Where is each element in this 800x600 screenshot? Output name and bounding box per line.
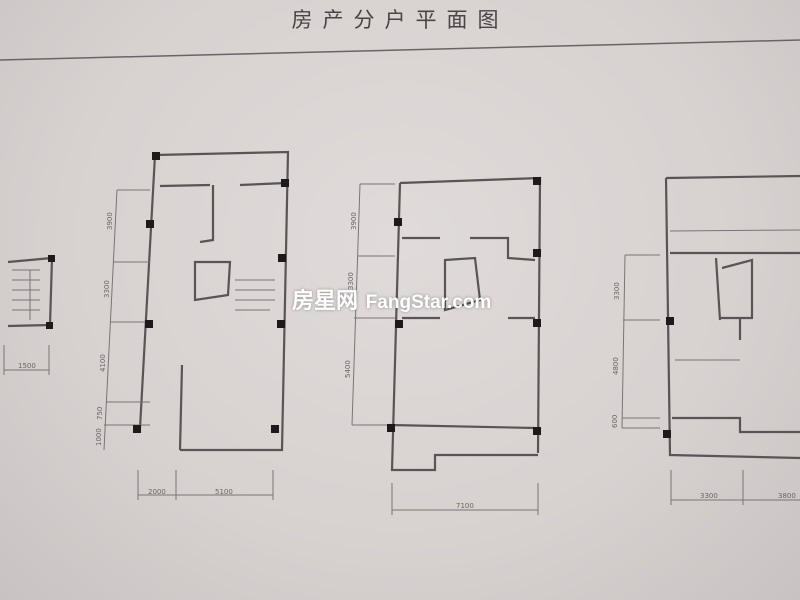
floor-plan-unit-3: 3300 4800 600 3300 3800 — [611, 174, 800, 505]
dim-label: 1000 — [95, 428, 103, 446]
watermark-en: FangStar.com — [365, 292, 492, 313]
dim-label: 4800 — [612, 357, 620, 375]
dim-label: 3300 — [700, 492, 718, 500]
dim-label: 3900 — [106, 212, 114, 230]
page-title: 房产分户平面图 — [291, 8, 509, 32]
title-underline — [0, 39, 800, 61]
dim-label: 2000 — [148, 488, 166, 496]
dim-label: 5100 — [215, 488, 233, 496]
dim-label: 4100 — [99, 354, 107, 372]
watermark-cn: 房星网 — [292, 289, 359, 314]
floor-plan-stair-fragment: 1500 — [3, 255, 55, 375]
dim-label: 3900 — [350, 212, 358, 230]
floor-plan-unit-1: 3900 3300 4100 750 1000 2000 5100 — [95, 150, 290, 500]
dim-label: 3300 — [103, 280, 111, 298]
floor-plan-unit-2: 3900 3300 5400 7100 — [344, 176, 542, 515]
dim-label: 1500 — [18, 362, 36, 370]
dim-label: 750 — [96, 407, 104, 420]
dim-label: 600 — [611, 415, 619, 428]
dim-label: 5400 — [344, 360, 352, 378]
dim-label: 7100 — [456, 502, 474, 510]
dim-label: 3300 — [347, 272, 355, 290]
dim-label: 3800 — [778, 492, 796, 500]
watermark: 房星网 FangStar.com — [292, 283, 491, 315]
dim-label: 3300 — [613, 282, 621, 300]
